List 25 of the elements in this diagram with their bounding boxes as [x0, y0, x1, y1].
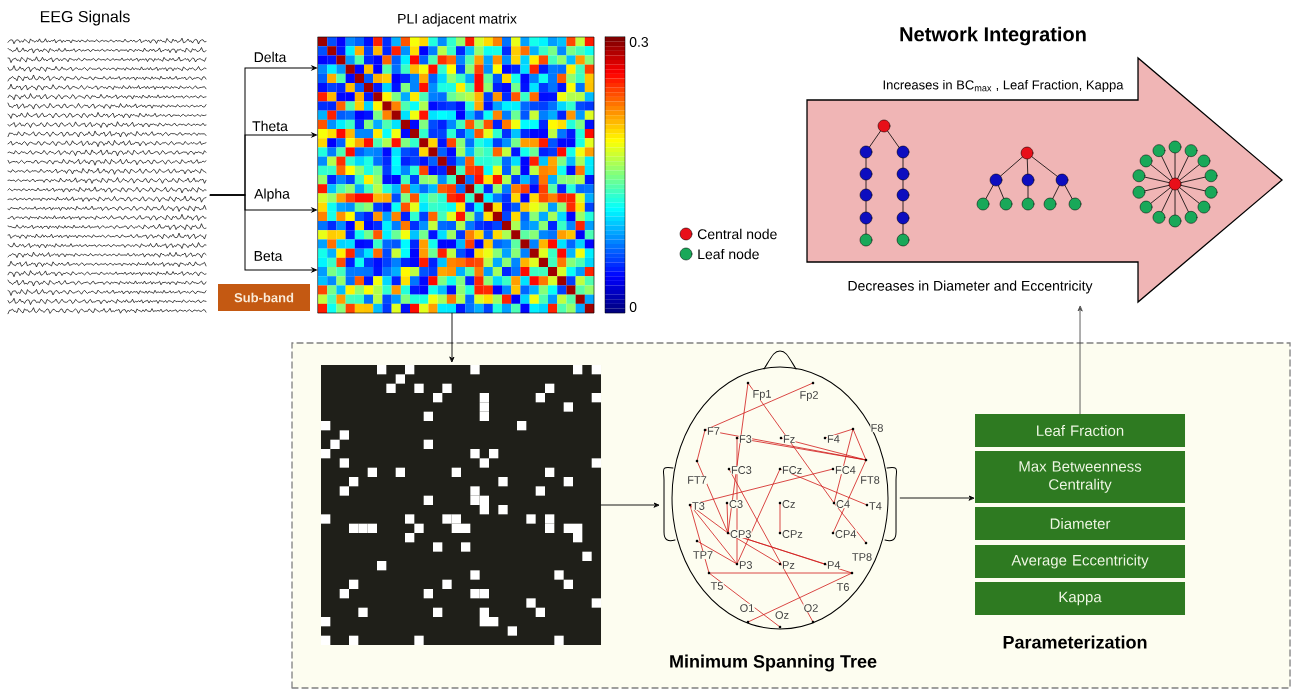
- arrow-caption: Increases in BC$_{max}$ , Leaf Fraction, Kappa: [883, 79, 1124, 93]
- legend-label: Leaf node: [698, 248, 759, 260]
- arrow: [600, 502, 660, 508]
- section-heading: Parameterization: [1003, 635, 1147, 649]
- parameter-box: Average Eccentricity: [975, 545, 1185, 578]
- binary-matrix: [321, 365, 601, 645]
- arrow: [1077, 305, 1083, 415]
- scale-label: 0: [629, 302, 637, 312]
- arrow: [899, 495, 975, 501]
- legend-label: Central node: [697, 228, 777, 240]
- edge-label: Beta: [252, 250, 284, 262]
- parameter-box: Max Betweenness Centrality: [975, 451, 1185, 503]
- heading: EEG Signals: [40, 10, 130, 26]
- scale-label: 0.3: [629, 37, 649, 47]
- arrow: [449, 312, 455, 363]
- parameter-box: Kappa: [975, 582, 1185, 615]
- parameter-box: Diameter: [975, 507, 1185, 540]
- arrow: [209, 194, 317, 273]
- band-tag: Sub-band: [218, 284, 310, 311]
- heading: PLI adjacent matrix: [398, 13, 517, 27]
- parameter-box: Leaf Fraction: [975, 414, 1185, 447]
- edge-label: Alpha: [253, 187, 291, 203]
- arrow-caption: Decreases in Diameter and Eccentricity: [848, 280, 1093, 294]
- heading: Network Integration: [900, 26, 1086, 46]
- heading: Minimum Spanning Tree: [670, 654, 877, 672]
